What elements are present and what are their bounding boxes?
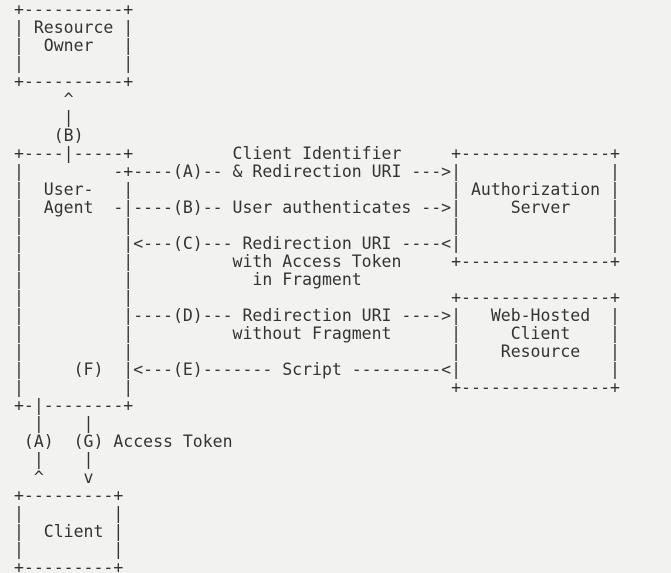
diagram-line: | | with Access Token +---------------+ <box>14 252 620 271</box>
diagram-line: | |----(D)--- Redirection URI ---->| Web… <box>14 306 620 325</box>
diagram-line: +-|--------+ <box>14 396 134 415</box>
diagram-line: | | <box>14 414 94 433</box>
diagram-line: | | <box>14 54 134 73</box>
diagram-line: ^ v <box>14 468 94 487</box>
diagram-line: | (F) |<---(E)------- Script ---------<|… <box>14 360 620 379</box>
diagram-line: | | +---------------+ <box>14 378 620 397</box>
diagram-line: | |<---(C)--- Redirection URI ----<| | <box>14 234 620 253</box>
diagram-line: | | in Fragment <box>14 270 362 289</box>
diagram-line: | | without Fragment | Client | <box>14 324 620 343</box>
diagram-line: | Owner | <box>14 36 134 55</box>
diagram-line: | -+----(A)-- & Redirection URI --->| | <box>14 162 620 181</box>
diagram-line: +---------+ <box>14 486 124 505</box>
diagram-line: | | | | <box>14 216 620 235</box>
diagram-line: | | <box>14 504 124 523</box>
diagram-line: | | <box>14 540 124 559</box>
diagram-line: | | | Resource | <box>14 342 620 361</box>
diagram-line: +----|-----+ Client Identifier +--------… <box>14 144 620 163</box>
diagram-line: | <box>14 108 74 127</box>
diagram-line: | | <box>14 450 94 469</box>
diagram-line: (A) (G) Access Token <box>14 432 233 451</box>
diagram-line: +----------+ <box>14 0 134 19</box>
diagram-line: ^ <box>14 90 74 109</box>
diagram-line: +----------+ <box>14 72 134 91</box>
diagram-line: | Agent -|----(B)-- User authenticates -… <box>14 198 620 217</box>
diagram-line: | | +---------------+ <box>14 288 620 307</box>
diagram-line: | Client | <box>14 522 124 541</box>
diagram-line: | User- | | Authorization | <box>14 180 620 199</box>
diagram-line: +---------+ <box>14 558 124 573</box>
diagram-line: (B) <box>14 126 84 145</box>
diagram-line: | Resource | <box>14 18 134 37</box>
